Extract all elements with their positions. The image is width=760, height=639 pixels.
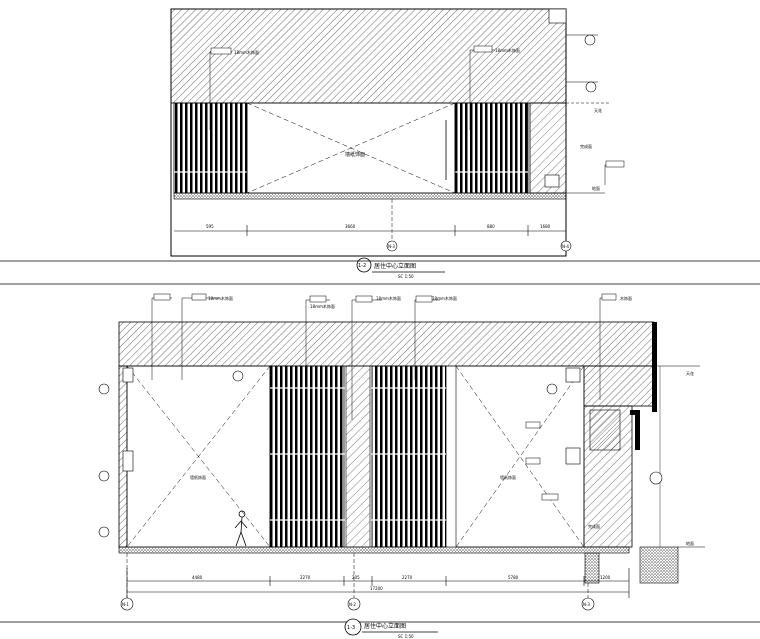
axis-label: N-4 (562, 244, 569, 249)
level-text: 完成面 (588, 523, 600, 529)
axis-label: N-3 (583, 602, 590, 607)
drawing-scale: SC 1:50 (398, 634, 414, 639)
level-marker (98, 526, 110, 538)
level-text: 天花 (686, 370, 694, 376)
level-marker (584, 34, 596, 46)
callout-tag (541, 493, 559, 501)
elevation-2-slat-panel-right (371, 365, 447, 548)
axis-label: N-1 (122, 602, 129, 607)
level-text: 地面 (686, 540, 694, 546)
elevation-2-dimension: 1200 (600, 575, 611, 580)
drawing-index: 1-3 (347, 625, 355, 631)
level-marker (232, 370, 244, 382)
elevation-2-right-column (583, 365, 655, 407)
elevation-2-dimension: 2270 (402, 575, 413, 580)
elevation-1-dimension: 1680 (540, 224, 551, 229)
elevation-1-wallpaper-diagonal (246, 102, 456, 194)
level-marker (649, 471, 663, 485)
level-text: 地面 (592, 185, 600, 191)
drawing-title: 居住中心立面图 (374, 262, 416, 270)
callout-tag (605, 160, 625, 168)
callout-text: 18mm木饰面 (310, 303, 335, 309)
axis-bubble (581, 597, 595, 611)
callout-text: 18mm木饰面 (208, 295, 233, 301)
level-marker (98, 470, 110, 482)
elevation-1-floor-band (173, 192, 567, 200)
axis-bubble (560, 240, 572, 252)
elevation-2-slat-panel-left (269, 365, 345, 548)
drawing-index-circle (356, 257, 372, 273)
elevation-2-dimension: 205 (352, 575, 360, 580)
callout-text: 18mm木饰面 (376, 295, 401, 301)
level-marker (585, 81, 597, 93)
level-marker (98, 383, 110, 395)
elevation-1-dimension: 880 (487, 224, 495, 229)
elevation-1-column-notch (548, 8, 567, 24)
elevation-2-center-strip (345, 365, 371, 548)
callout-text: 18mm木饰面 (234, 49, 259, 55)
callout-tag (415, 295, 433, 303)
axis-label: N-3 (388, 244, 395, 249)
elevation-1-dimension: 3660 (345, 224, 356, 229)
drawing-index-circle (344, 618, 362, 636)
wall-bracket (565, 447, 581, 465)
level-text: 完成面 (580, 143, 592, 149)
wallpaper-diagonal (455, 365, 585, 548)
callout-tag (601, 293, 617, 301)
elevation-1: 墙纸饰面 595 3660 880 1680 N-3 N-4 18mm木饰面 1… (170, 8, 625, 279)
callout-tag (473, 45, 493, 53)
elevation-2-floor-block-right (639, 546, 679, 584)
elevation-2-dimension: 5780 (508, 575, 519, 580)
callout-tag (210, 47, 232, 55)
callout-tag (355, 295, 373, 303)
elevation-2-dark-reveal (630, 410, 640, 415)
elevation-2-left-label: 墙纸饰面 (190, 474, 206, 480)
drawing-scale: SC 1:50 (398, 274, 414, 279)
wallpaper-diagonal (455, 365, 585, 548)
elevation-2-ceiling-hatch (118, 321, 655, 367)
elevation-2-column-notch (589, 409, 621, 451)
elevation-1-center-label: 墙纸饰面 (345, 151, 365, 158)
callout-tag (525, 421, 541, 429)
elevation-2-overall-dimension: 17200 (370, 586, 383, 591)
drawing-index: 1-2 (358, 263, 366, 269)
callout-text: 18mm木饰面 (432, 295, 457, 301)
axis-label: N-2 (349, 602, 356, 607)
elevation-2-floor-block (584, 552, 600, 584)
axis-bubble (386, 240, 398, 252)
wall-bracket (122, 367, 134, 383)
elevation-2-dimension: 2270 (300, 575, 311, 580)
elevation-1-ceiling-hatch (170, 8, 567, 104)
callout-tag (191, 293, 207, 301)
wallpaper-diagonal (126, 365, 271, 548)
elevation-1-column-base (544, 174, 560, 188)
callout-tag (309, 295, 327, 303)
human-scale-figure (234, 510, 248, 547)
callout-leader (604, 164, 618, 185)
wall-bracket (565, 367, 581, 383)
elevation-1-dimension: 595 (206, 224, 214, 229)
axis-bubble (120, 597, 134, 611)
elevation-2-dark-reveal (652, 322, 657, 412)
level-marker (546, 383, 558, 395)
elevation-1-left-slat-panel (173, 102, 248, 194)
elevation-2-floor-band (118, 546, 630, 554)
callout-leader (181, 297, 220, 380)
callout-text: 18mm木饰面 (495, 47, 520, 53)
elevation-2-right-label: 墙纸饰面 (500, 474, 516, 480)
drawing-title: 居住中心立面图 (364, 622, 406, 630)
level-text: 天花 (594, 107, 602, 113)
elevation-2-dark-reveal (635, 415, 640, 450)
callout-text: 木饰面 (620, 295, 632, 301)
wall-bracket (122, 450, 134, 472)
callout-tag (525, 457, 541, 465)
elevation-1-middle-slat-panel (454, 102, 529, 194)
elevation-2-dimension: 4480 (192, 575, 203, 580)
elevation-2: 墙纸饰面 墙纸饰面 (98, 293, 705, 639)
axis-bubble (347, 597, 361, 611)
callout-tag (153, 293, 171, 301)
